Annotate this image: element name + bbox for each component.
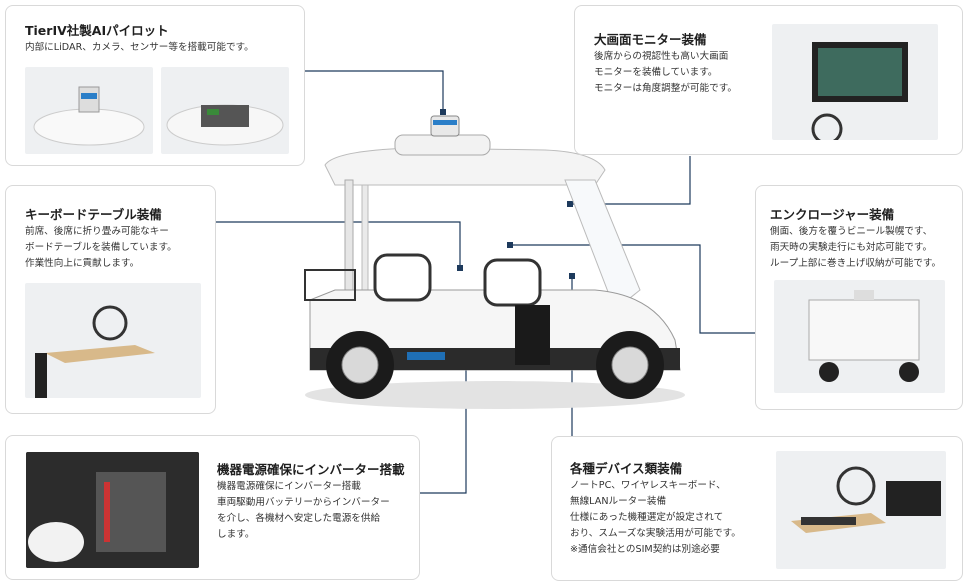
card-desc: 前席、後席に折り畳み可能なキー ボードテーブルを装備しています。 作業性向上に貢… — [25, 226, 177, 269]
card-title: キーボードテーブル装備 — [25, 207, 162, 222]
keyboard-table-photo — [25, 283, 201, 398]
card-title: 機器電源確保にインバーター搭載 — [217, 462, 405, 477]
card-desc: ノートPC、ワイヤレスキーボード、 無線LANルーター装備 仕様にあった機種選定… — [570, 480, 741, 555]
enclosure-photo — [774, 280, 945, 393]
card-inverter: 機器電源確保にインバーター搭載 機器電源確保にインバーター搭載 車両駆動用バッテ… — [5, 435, 420, 580]
card-title: エンクロージャー装備 — [770, 207, 895, 222]
connector-dot-devices — [569, 273, 575, 279]
card-ai-pilot: TierIV社製AIパイロット 内部にLiDAR、カメラ、センサー等を搭載可能で… — [5, 5, 305, 166]
connector-monitor — [570, 156, 691, 205]
card-enclosure: エンクロージャー装備 側面、後方を覆うビニール製幌です、 雨天時の実験走行にも対… — [755, 185, 963, 410]
monitor-photo — [772, 24, 938, 140]
card-title: TierIV社製AIパイロット — [25, 23, 169, 38]
card-desc: 後席からの視認性も高い大画面 モニターを装備しています。 モニターは角度調整が可… — [594, 51, 737, 94]
card-desc: 機器電源確保にインバーター搭載 車両駆動用バッテリーからインバーター を介し、各… — [217, 481, 390, 540]
card-keyboard-table: キーボードテーブル装備 前席、後席に折り畳み可能なキー ボードテーブルを装備して… — [5, 185, 216, 414]
card-desc: 内部にLiDAR、カメラ、センサー等を搭載可能です。 — [25, 42, 254, 53]
connector-keyboard — [216, 221, 461, 268]
connector-dot-monitor — [567, 201, 573, 207]
devices-photo — [776, 451, 946, 569]
connector-dot-keyboard — [457, 265, 463, 271]
card-title: 大画面モニター装備 — [594, 32, 707, 47]
connector-dot-ai — [440, 109, 446, 115]
lidar-photo — [25, 67, 153, 154]
card-monitor: 大画面モニター装備 後席からの視認性も高い大画面 モニターを装備しています。 モ… — [574, 5, 963, 155]
vehicle-image — [304, 115, 685, 409]
connector-dot-enclosure — [507, 242, 513, 248]
card-title: 各種デバイス類装備 — [570, 461, 683, 476]
card-desc: 側面、後方を覆うビニール製幌です、 雨天時の実験走行にも対応可能です。 ループ上… — [770, 226, 942, 269]
card-devices: 各種デバイス類装備 ノートPC、ワイヤレスキーボード、 無線LANルーター装備 … — [551, 436, 963, 581]
connector-ai-pilot — [305, 70, 444, 112]
sensor-internal-photo — [161, 67, 289, 154]
inverter-photo — [26, 452, 199, 568]
